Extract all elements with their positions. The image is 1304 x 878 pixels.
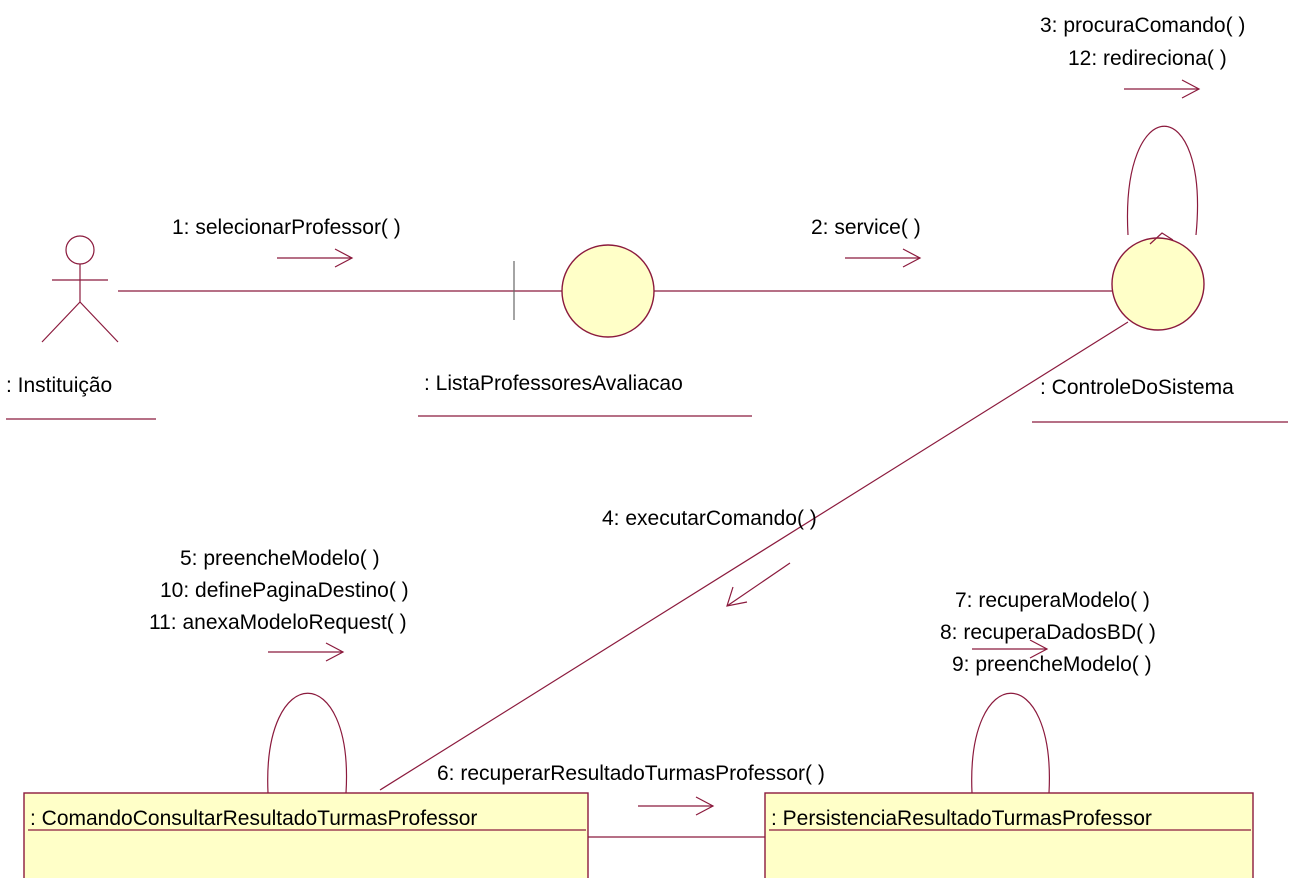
msg-10-label: 10: definePaginaDestino( )	[160, 579, 409, 602]
arrow-m1	[277, 248, 354, 268]
object-persistencia	[764, 692, 1254, 878]
arrow-m7	[972, 639, 1049, 659]
arrow-m2	[845, 248, 922, 268]
boundary-lista-professores	[513, 244, 655, 338]
msg-2-label: 2: service( )	[811, 216, 921, 239]
persistencia-label: : PersistenciaResultadoTurmasProfessor	[771, 807, 1152, 830]
msg-9-label: 9: preencheModelo( )	[952, 653, 1152, 676]
actor-instituicao-label: : Instituição	[6, 374, 112, 397]
arrow-m4	[726, 562, 791, 607]
msg-3-label: 3: procuraComando( )	[1040, 14, 1245, 37]
actor-instituicao	[41, 235, 119, 343]
msg-5-label: 5: preencheModelo( )	[180, 547, 380, 570]
arrow-m5	[268, 642, 345, 662]
msg-8-label: 8: recuperaDadosBD( )	[940, 621, 1156, 644]
arrow-m6	[638, 796, 715, 816]
msg-4-label: 4: executarComando( )	[602, 507, 817, 530]
msg-7-label: 7: recuperaModelo( )	[955, 589, 1150, 612]
arrow-m3	[1124, 79, 1201, 99]
control-self-loop	[1126, 125, 1198, 236]
boundary-label: : ListaProfessoresAvaliacao	[424, 372, 683, 395]
msg-1-label: 1: selecionarProfessor( )	[172, 216, 401, 239]
persistencia-self-loop	[971, 692, 1050, 794]
control-controle-do-sistema	[1111, 125, 1205, 331]
comando-label: : ComandoConsultarResultadoTurmasProfess…	[30, 807, 477, 830]
comando-self-loop	[267, 692, 348, 794]
msg-6-label: 6: recuperarResultadoTurmasProfessor( )	[437, 762, 825, 785]
msg-12-label: 12: redireciona( )	[1068, 47, 1227, 70]
link-control-comando	[379, 321, 1129, 791]
control-label: : ControleDoSistema	[1040, 376, 1234, 399]
msg-11-label: 11: anexaModeloRequest( )	[149, 611, 407, 634]
object-comando	[23, 692, 589, 878]
